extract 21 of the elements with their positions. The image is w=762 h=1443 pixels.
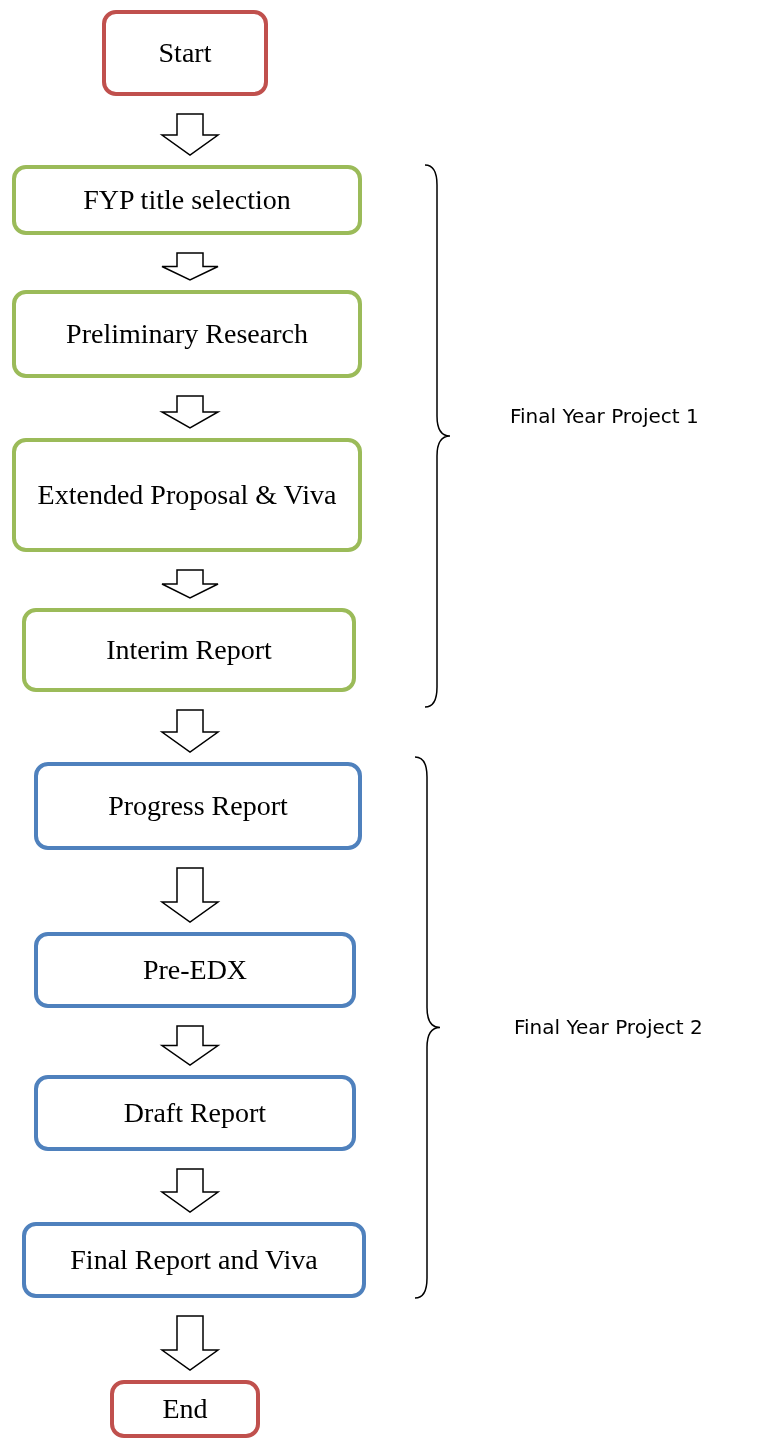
block-arrow <box>161 569 219 599</box>
block-arrow <box>159 867 221 923</box>
block-arrow <box>161 252 219 281</box>
block-arrow <box>159 395 221 429</box>
block-arrow <box>159 709 221 753</box>
process-box: End <box>110 1380 260 1438</box>
process-box: Draft Report <box>34 1075 356 1151</box>
block-arrow <box>159 1025 221 1066</box>
process-box: Start <box>102 10 268 96</box>
group-label: Final Year Project 1 <box>510 403 699 430</box>
block-arrow <box>159 1168 221 1213</box>
process-box: Extended Proposal & Viva <box>12 438 362 552</box>
process-box: Interim Report <box>22 608 356 692</box>
process-box: Preliminary Research <box>12 290 362 378</box>
process-box: FYP title selection <box>12 165 362 235</box>
block-arrow <box>159 113 221 156</box>
block-arrow <box>159 1315 221 1371</box>
process-box: Final Report and Viva <box>22 1222 366 1298</box>
process-box: Pre-EDX <box>34 932 356 1008</box>
process-box: Progress Report <box>34 762 362 850</box>
group-label: Final Year Project 2 <box>514 1014 703 1041</box>
